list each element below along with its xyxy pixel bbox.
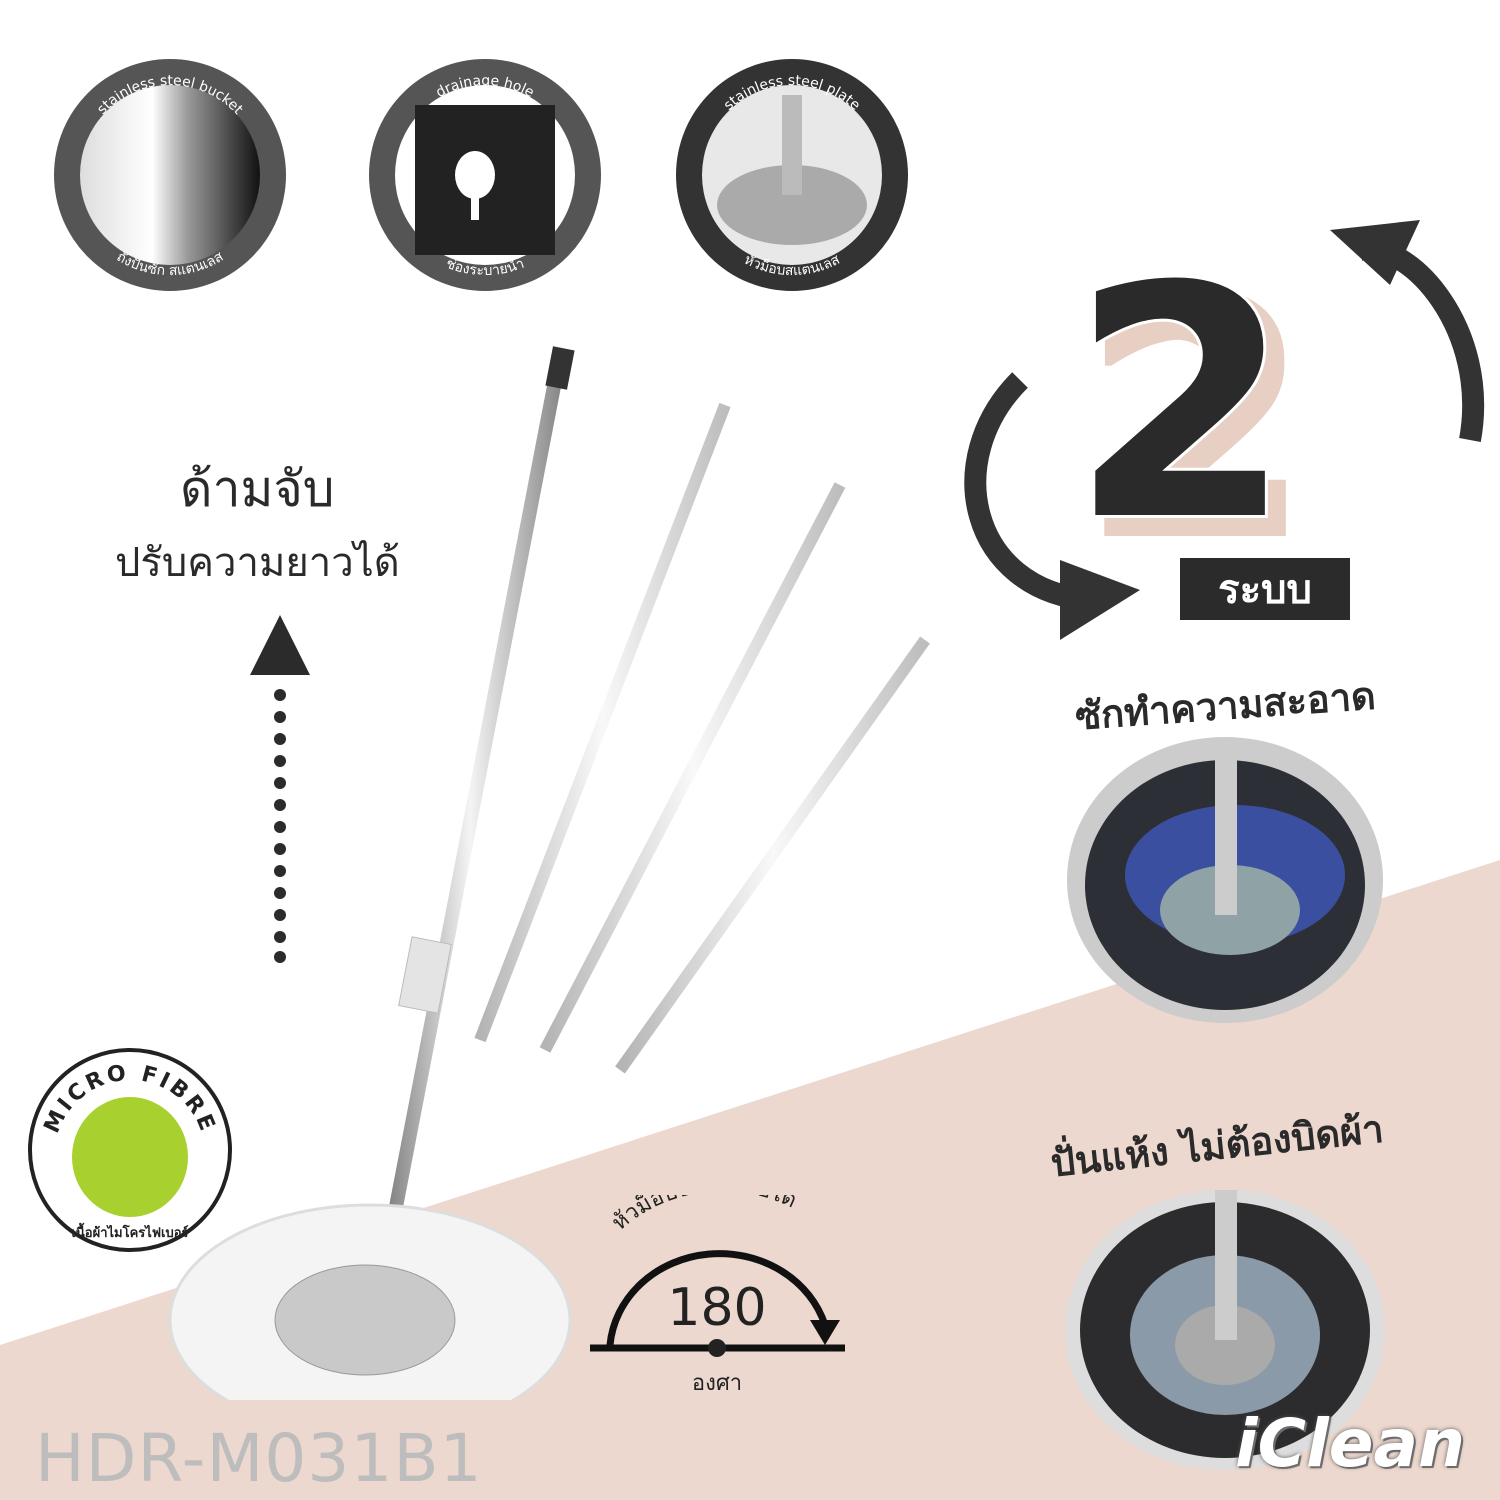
rotation-180-graphic: หัวม็อบปรับระดับได้ 180 องศา	[590, 1195, 845, 1396]
spin-photo	[1065, 1190, 1385, 1470]
systems-label: ระบบ	[1218, 567, 1312, 613]
arrow-head-icon	[1330, 220, 1420, 285]
systems-label-box	[1180, 558, 1350, 620]
wash-photo	[1067, 737, 1383, 1023]
micro-fibre-badge: MICRO FIBRE เนื้อผ้าไมโครไฟเบอร์	[28, 1048, 232, 1252]
systems-number: 2	[1070, 219, 1293, 591]
feature-stainless-bucket: stainless steel bucket ถังปั่นซัก สแตนเล…	[50, 55, 290, 299]
handle-subtitle: ปรับความยาวได้	[115, 540, 400, 586]
feature-drainage-hole: drainage hole ช่องระบายน้ำ	[365, 55, 605, 299]
bucket-icon: stainless steel bucket ถังปั่นซัก สแตนเล…	[54, 59, 286, 291]
drainage-icon: drainage hole ช่องระบายน้ำ	[369, 59, 601, 291]
feature-stainless-plate: stainless steel plate หัวม็อบสแตนเลส	[672, 55, 912, 299]
rotation-caption: หัวม็อบปรับระดับได้	[607, 1195, 800, 1236]
mop-illustration	[168, 346, 930, 1400]
two-systems-graphic: 2 ระบบ	[964, 216, 1485, 640]
model-number: HDR-M031B1	[35, 1420, 483, 1497]
handle-title: ด้ามจับ	[180, 460, 335, 518]
brand-logo: iClean	[1235, 1405, 1465, 1482]
svg-text:หัวม็อบปรับระดับได้: หัวม็อบปรับระดับได้	[607, 1195, 800, 1236]
rotation-unit: องศา	[692, 1371, 742, 1396]
rotation-value: 180	[667, 1278, 766, 1338]
plate-icon: stainless steel plate หัวม็อบสแตนเลส	[676, 59, 908, 291]
svg-text:เนื้อผ้าไมโครไฟเบอร์: เนื้อผ้าไมโครไฟเบอร์	[71, 1222, 188, 1241]
up-arrow-icon	[250, 615, 310, 963]
